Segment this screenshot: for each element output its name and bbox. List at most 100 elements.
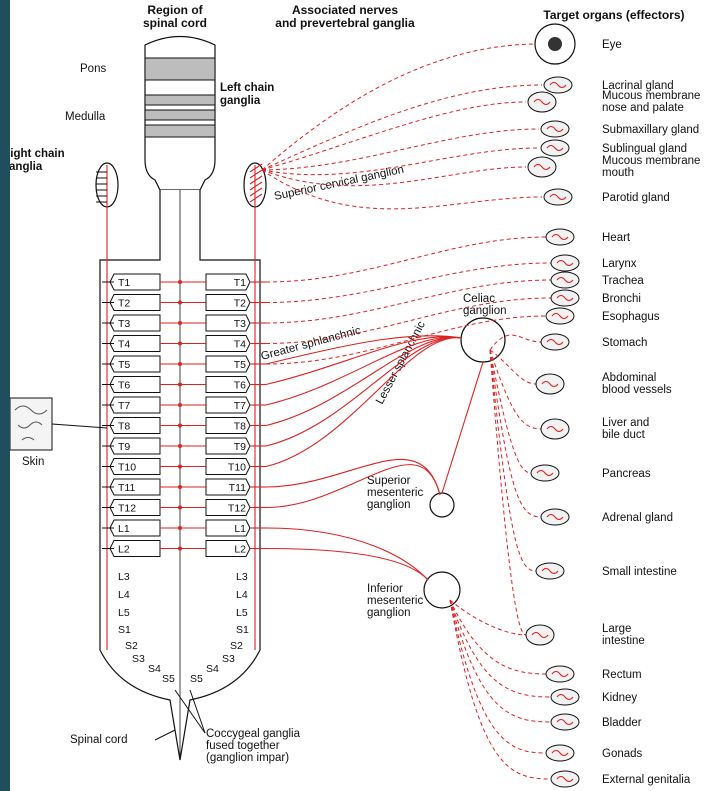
celiac-postganglionic-fibre <box>490 350 536 384</box>
celiac-postganglionic-fibre <box>490 335 541 350</box>
superior-cervical-label: Superior cervical ganglion <box>273 164 405 203</box>
organ-label: Larynx <box>602 258 637 270</box>
organ-label: Bladder <box>602 717 642 729</box>
pons-label: Pons <box>80 63 106 75</box>
organ-label: Gonads <box>602 748 643 760</box>
organ-large-intestine: Largeintestine <box>526 623 645 647</box>
organ-kidney: Kidney <box>551 689 637 705</box>
medulla-band-1 <box>145 95 215 105</box>
right-segment-label: T1 <box>118 277 130 289</box>
celiac-ganglion <box>461 318 505 362</box>
organ-label: Adrenal gland <box>602 512 673 524</box>
inferior-mesenteric-ganglion <box>424 572 460 608</box>
inf-mes-label-2: mesenteric <box>367 595 423 607</box>
organ-label: Rectum <box>602 669 642 681</box>
right-segment-label: L1 <box>118 523 130 535</box>
right-lower-segment-label: S4 <box>148 663 161 675</box>
right-lower-segment-label: L4 <box>118 589 130 601</box>
cervical-postganglionic-fibre <box>262 102 526 170</box>
left-lower-segment-label: S4 <box>206 663 219 675</box>
organ-gonads: Gonads <box>546 745 643 761</box>
left-lower-segment-label: S3 <box>222 653 235 665</box>
left-segment-label: T4 <box>234 339 246 351</box>
organ-label: Liver and <box>602 417 649 429</box>
organ-pancreas: Pancreas <box>531 465 651 481</box>
medulla-band-3 <box>145 125 215 137</box>
sup-mes-label-2: mesenteric <box>367 487 423 499</box>
left-segment-label: L2 <box>234 544 246 556</box>
organ-label: Small intestine <box>602 566 677 578</box>
right-segment-label: T7 <box>118 400 130 412</box>
left-chain-label-1: Left chain <box>220 82 274 94</box>
pupil-icon <box>548 37 562 51</box>
left-lower-segment-label: S5 <box>190 673 203 685</box>
segment-neuron <box>178 301 182 305</box>
right-chain-label-1: Right chain <box>10 148 65 160</box>
inf-mes-label-3: ganglion <box>367 607 410 619</box>
thoracic-postganglionic-fibre <box>266 237 546 282</box>
segment-neuron <box>178 444 182 448</box>
organ-submaxillary-gland: Submaxillary gland <box>541 121 699 137</box>
organ-label: Parotid gland <box>602 192 670 204</box>
organ-label: Esophagus <box>602 311 660 323</box>
organ-bladder: Bladder <box>551 714 642 730</box>
celiac-postganglionic-fibre <box>490 350 526 635</box>
organ-label: Pancreas <box>602 468 651 480</box>
segment-neuron <box>178 526 182 530</box>
medulla-label: Medulla <box>65 111 106 123</box>
thoracic-postganglionic-fibre <box>266 280 551 323</box>
coccygeal-label-2: fused together <box>206 740 280 752</box>
left-segment-label: T7 <box>234 400 246 412</box>
organ-label: Eye <box>602 39 622 51</box>
organ-label: blood vessels <box>602 384 672 396</box>
left-segment-label: T11 <box>229 482 246 494</box>
spinal-cord-pointer <box>155 730 175 740</box>
right-segment-label: T10 <box>118 462 136 474</box>
right-segment-label: T2 <box>118 298 130 310</box>
segment-neuron <box>178 465 182 469</box>
left-lower-segment-label: S2 <box>230 640 243 652</box>
pelvic-postganglionic-fibre <box>450 600 551 722</box>
segment-neuron <box>178 383 182 387</box>
organ-esophagus: Esophagus <box>546 308 660 324</box>
header-nerves-line2: and prevertebral ganglia <box>275 16 415 30</box>
pons-band <box>145 58 215 80</box>
segment-neuron <box>178 321 182 325</box>
organ-bronchi: Bronchi <box>551 290 641 306</box>
celiac-postganglionic-fibre <box>490 350 531 473</box>
sympathetic-nervous-system-diagram: Region of spinal cord Associated nerves … <box>10 0 720 791</box>
organ-mucous-membrane-nose-and-palate: Mucous membranenose and palate <box>528 90 700 114</box>
skin-label: Skin <box>22 456 44 468</box>
organ-eye: Eye <box>535 24 622 64</box>
organ-external-genitalia: External genitalia <box>551 771 691 787</box>
left-segment-label: T5 <box>234 359 246 371</box>
organ-label: Abdominal <box>602 372 656 384</box>
pelvic-postganglionic-fibre <box>450 600 546 753</box>
organ-rectum: Rectum <box>546 666 642 682</box>
right-segment-label: T9 <box>118 441 130 453</box>
right-segment-label: T3 <box>118 318 130 330</box>
right-lower-segment-label: S5 <box>162 673 175 685</box>
organ-stomach: Stomach <box>541 334 647 350</box>
organ-label: mouth <box>602 167 634 179</box>
organ-label: nose and palate <box>602 102 684 114</box>
right-chain-label-2: ganglia <box>10 161 43 173</box>
organ-sublingual-gland: Sublingual gland <box>541 140 687 156</box>
organ-label: Mucous membrane <box>602 90 700 102</box>
left-segment-label: T3 <box>234 318 246 330</box>
sup-mes-label-1: Superior <box>367 475 411 487</box>
spinal-cord-label: Spinal cord <box>70 734 128 746</box>
inf-mes-label-1: Inferior <box>367 583 403 595</box>
organ-trachea: Trachea <box>551 272 644 288</box>
organ-label: Bronchi <box>602 293 641 305</box>
sup-mes-label-3: ganglion <box>367 499 410 511</box>
right-segment-label: T12 <box>118 503 136 515</box>
celiac-postganglionic-fibre <box>490 350 541 517</box>
organ-parotid-gland: Parotid gland <box>544 189 670 205</box>
left-lower-segment-label: S1 <box>236 624 249 636</box>
left-segment-label: T10 <box>228 462 246 474</box>
right-lower-segment-label: L3 <box>118 571 130 583</box>
skin-connector <box>52 424 107 428</box>
